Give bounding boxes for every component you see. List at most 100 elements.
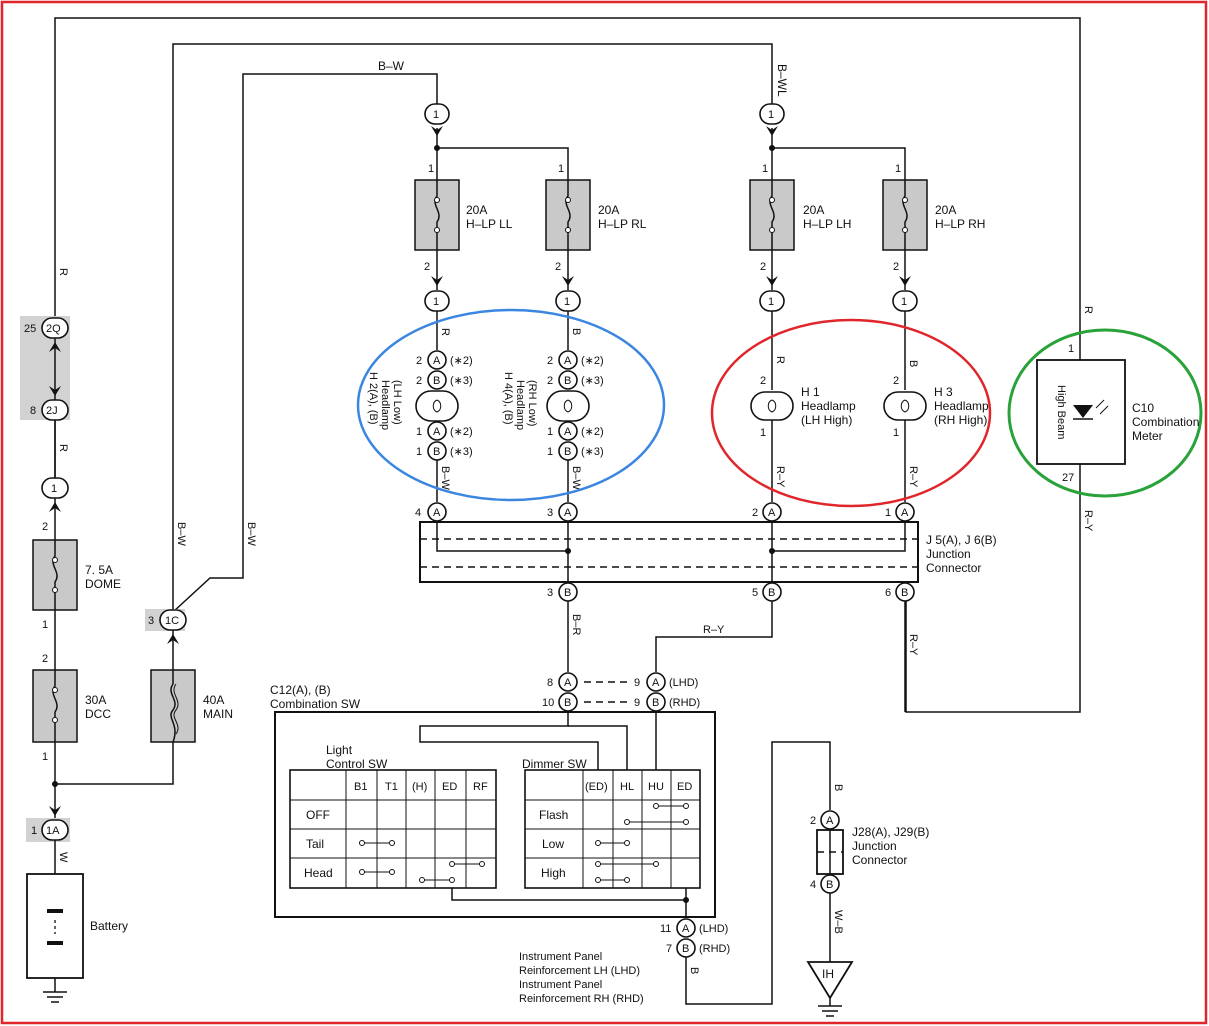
svg-text:B: B xyxy=(433,375,440,387)
svg-text:B: B xyxy=(901,587,908,599)
svg-text:H 1: H 1 xyxy=(801,385,820,399)
svg-text:1: 1 xyxy=(901,296,907,308)
wire-label-b-rl: B xyxy=(570,328,582,335)
svg-text:OFF: OFF xyxy=(306,808,330,822)
wire-label-r-lh: R xyxy=(774,356,786,364)
svg-text:Battery: Battery xyxy=(90,919,128,933)
svg-text:HU: HU xyxy=(648,781,664,793)
svg-text:Head: Head xyxy=(304,866,333,880)
svg-text:Light: Light xyxy=(326,743,353,757)
wire-label-bw-top: B–W xyxy=(378,59,405,73)
wire-label-ry-meter: R–Y xyxy=(1082,510,1094,532)
svg-text:B: B xyxy=(433,446,440,458)
svg-text:Connector: Connector xyxy=(852,853,907,867)
ground-ih-label: IH xyxy=(822,967,834,981)
svg-text:(RHD): (RHD) xyxy=(669,697,700,709)
svg-text:2Q: 2Q xyxy=(46,323,61,335)
svg-text:RF: RF xyxy=(473,781,488,793)
svg-text:6: 6 xyxy=(885,587,891,599)
svg-text:B: B xyxy=(564,697,571,709)
svg-text:DCC: DCC xyxy=(85,707,111,721)
svg-text:1: 1 xyxy=(564,296,570,308)
svg-text:B: B xyxy=(564,446,571,458)
svg-text:1: 1 xyxy=(885,507,891,519)
svg-text:Instrument Panel: Instrument Panel xyxy=(519,979,602,991)
svg-text:Meter: Meter xyxy=(1132,429,1163,443)
svg-text:9: 9 xyxy=(634,697,640,709)
svg-text:Low: Low xyxy=(542,837,564,851)
svg-text:Instrument Panel: Instrument Panel xyxy=(519,951,602,963)
svg-text:Tail: Tail xyxy=(306,837,324,851)
svg-text:2: 2 xyxy=(416,355,422,367)
svg-text:(LHD): (LHD) xyxy=(699,923,728,935)
lower-wiring xyxy=(419,601,906,770)
svg-text:B: B xyxy=(652,697,659,709)
svg-text:R: R xyxy=(57,268,69,276)
svg-text:20A: 20A xyxy=(803,203,824,217)
svg-text:20A: 20A xyxy=(935,203,956,217)
svg-text:(LH Low): (LH Low) xyxy=(391,380,403,425)
svg-text:Junction: Junction xyxy=(926,547,971,561)
svg-text:1: 1 xyxy=(768,296,774,308)
svg-text:A: A xyxy=(564,426,572,438)
red-highlight-ring xyxy=(710,318,992,508)
svg-text:1: 1 xyxy=(760,427,766,439)
svg-text:Reinforcement LH (LHD): Reinforcement LH (LHD) xyxy=(519,965,640,977)
svg-text:1: 1 xyxy=(895,163,901,175)
fuse-hlp-rl: 1 2 20A H–LP RL xyxy=(545,163,647,273)
svg-text:1: 1 xyxy=(416,426,422,438)
svg-text:1: 1 xyxy=(1068,343,1074,355)
combo-sw-connectors: A B 8 10 9 9 A B (LHD) (RHD) C12(A), (B)… xyxy=(270,672,700,712)
svg-text:30A: 30A xyxy=(85,693,106,707)
svg-text:B: B xyxy=(688,967,700,974)
wire-label-bw-ll: B–W xyxy=(439,466,451,490)
svg-text:Dimmer SW: Dimmer SW xyxy=(522,757,587,771)
svg-text:Headlamp: Headlamp xyxy=(801,399,856,413)
svg-text:11: 11 xyxy=(660,923,671,935)
connector-top-right: 1 xyxy=(759,103,785,136)
svg-text:3: 3 xyxy=(148,615,154,627)
svg-text:8: 8 xyxy=(30,405,36,417)
svg-text:Headlamp: Headlamp xyxy=(934,399,989,413)
svg-text:(∗2): (∗2) xyxy=(581,426,604,438)
svg-text:1: 1 xyxy=(51,483,57,495)
svg-text:Headlamp: Headlamp xyxy=(379,380,391,430)
svg-text:High: High xyxy=(541,866,566,880)
svg-text:2: 2 xyxy=(416,375,422,387)
svg-text:10: 10 xyxy=(542,697,554,709)
svg-text:Combination: Combination xyxy=(1132,415,1199,429)
combo-sw-ground: A B 11 7 (LHD) (RHD) B Instrument Panel … xyxy=(519,741,831,1005)
svg-text:A: A xyxy=(433,426,441,438)
svg-text:4: 4 xyxy=(415,507,421,519)
svg-text:DOME: DOME xyxy=(85,577,121,591)
combination-meter-c10: 1 27 High Beam C10 Combination Meter xyxy=(1036,343,1199,484)
svg-text:3: 3 xyxy=(547,587,553,599)
svg-text:W: W xyxy=(57,852,69,863)
battery: Battery xyxy=(26,873,128,1003)
svg-text:B: B xyxy=(768,587,775,599)
svg-text:B: B xyxy=(564,587,571,599)
svg-text:1: 1 xyxy=(42,619,48,631)
svg-text:7: 7 xyxy=(666,943,672,955)
svg-text:2: 2 xyxy=(555,261,561,273)
fuse-hlp-rh: 1 2 20A H–LP RH xyxy=(882,163,985,273)
svg-text:2: 2 xyxy=(424,261,430,273)
low-beam-wiring xyxy=(436,311,906,502)
svg-text:ED: ED xyxy=(442,781,457,793)
svg-text:A: A xyxy=(652,677,660,689)
svg-text:A: A xyxy=(768,507,776,519)
svg-text:1: 1 xyxy=(762,163,768,175)
wire-label-bwl: B–WL xyxy=(775,64,789,97)
svg-text:1: 1 xyxy=(416,446,422,458)
svg-text:2: 2 xyxy=(42,521,48,533)
wire-label-b-rh: B xyxy=(907,360,919,367)
svg-text:20A: 20A xyxy=(466,203,487,217)
green-highlight-ring xyxy=(1007,328,1203,498)
headlamp-h4-rh-low: A B 22 (∗2)(∗3) A B 11 (∗2)(∗3) H 4(A), … xyxy=(502,350,604,461)
connector-1a: 1A 1 W xyxy=(31,819,69,874)
svg-text:2: 2 xyxy=(42,653,48,665)
svg-text:(LH High): (LH High) xyxy=(801,413,852,427)
svg-text:1: 1 xyxy=(428,163,434,175)
svg-text:Junction: Junction xyxy=(852,839,897,853)
